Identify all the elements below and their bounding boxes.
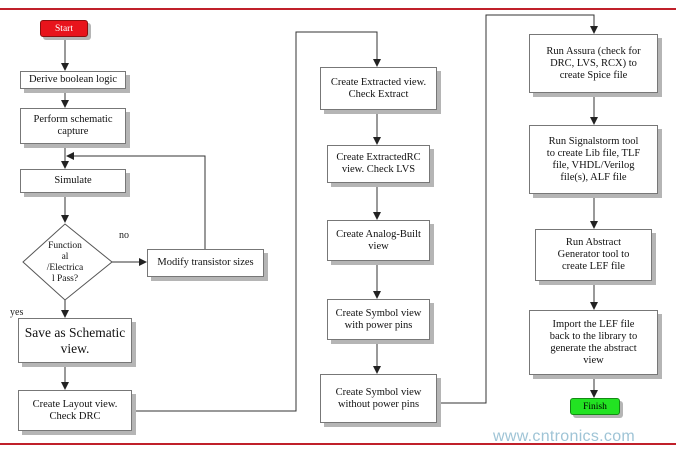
create-extracted-node: Create Extracted view. Check Extract xyxy=(320,67,437,110)
run-signalstorm-node: Run Signalstorm tool to create Lib file,… xyxy=(529,125,658,194)
create-symbol-without-pins-node: Create Symbol view without power pins xyxy=(320,374,437,423)
run-assura-node: Run Assura (check for DRC, LVS, RCX) to … xyxy=(529,34,658,93)
run-abstract-generator-node: Run Abstract Generator tool to create LE… xyxy=(535,229,652,281)
schematic-capture-node: Perform schematic capture xyxy=(20,108,126,144)
arrow-symbolnopins-assura xyxy=(437,14,598,404)
save-schematic-node: Save as Schematic view. xyxy=(18,318,132,363)
modify-transistor-sizes-node: Modify transistor sizes xyxy=(147,249,264,277)
create-symbol-with-pins-node: Create Symbol view with power pins xyxy=(327,299,430,340)
import-lef-node: Import the LEF file back to the library … xyxy=(529,310,658,375)
yes-label: yes xyxy=(10,307,24,318)
simulate-node: Simulate xyxy=(20,169,126,193)
decision-text: Function al /Electrica l Pass? xyxy=(46,241,84,284)
arrow-modify-loop xyxy=(66,152,206,249)
bottom-rule xyxy=(0,443,676,445)
derive-boolean-logic-node: Derive boolean logic xyxy=(20,71,126,89)
arrow-layout-extracted xyxy=(132,31,381,412)
start-node: Start xyxy=(40,20,88,37)
no-label: no xyxy=(119,230,129,241)
watermark-text: www.cntronics.com xyxy=(493,428,636,445)
create-analog-built-node: Create Analog-Built view xyxy=(327,220,430,261)
finish-node: Finish xyxy=(570,398,620,415)
create-extractedrc-node: Create ExtractedRC view. Check LVS xyxy=(327,145,430,183)
create-layout-node: Create Layout view. Check DRC xyxy=(18,390,132,431)
top-rule xyxy=(0,8,676,10)
